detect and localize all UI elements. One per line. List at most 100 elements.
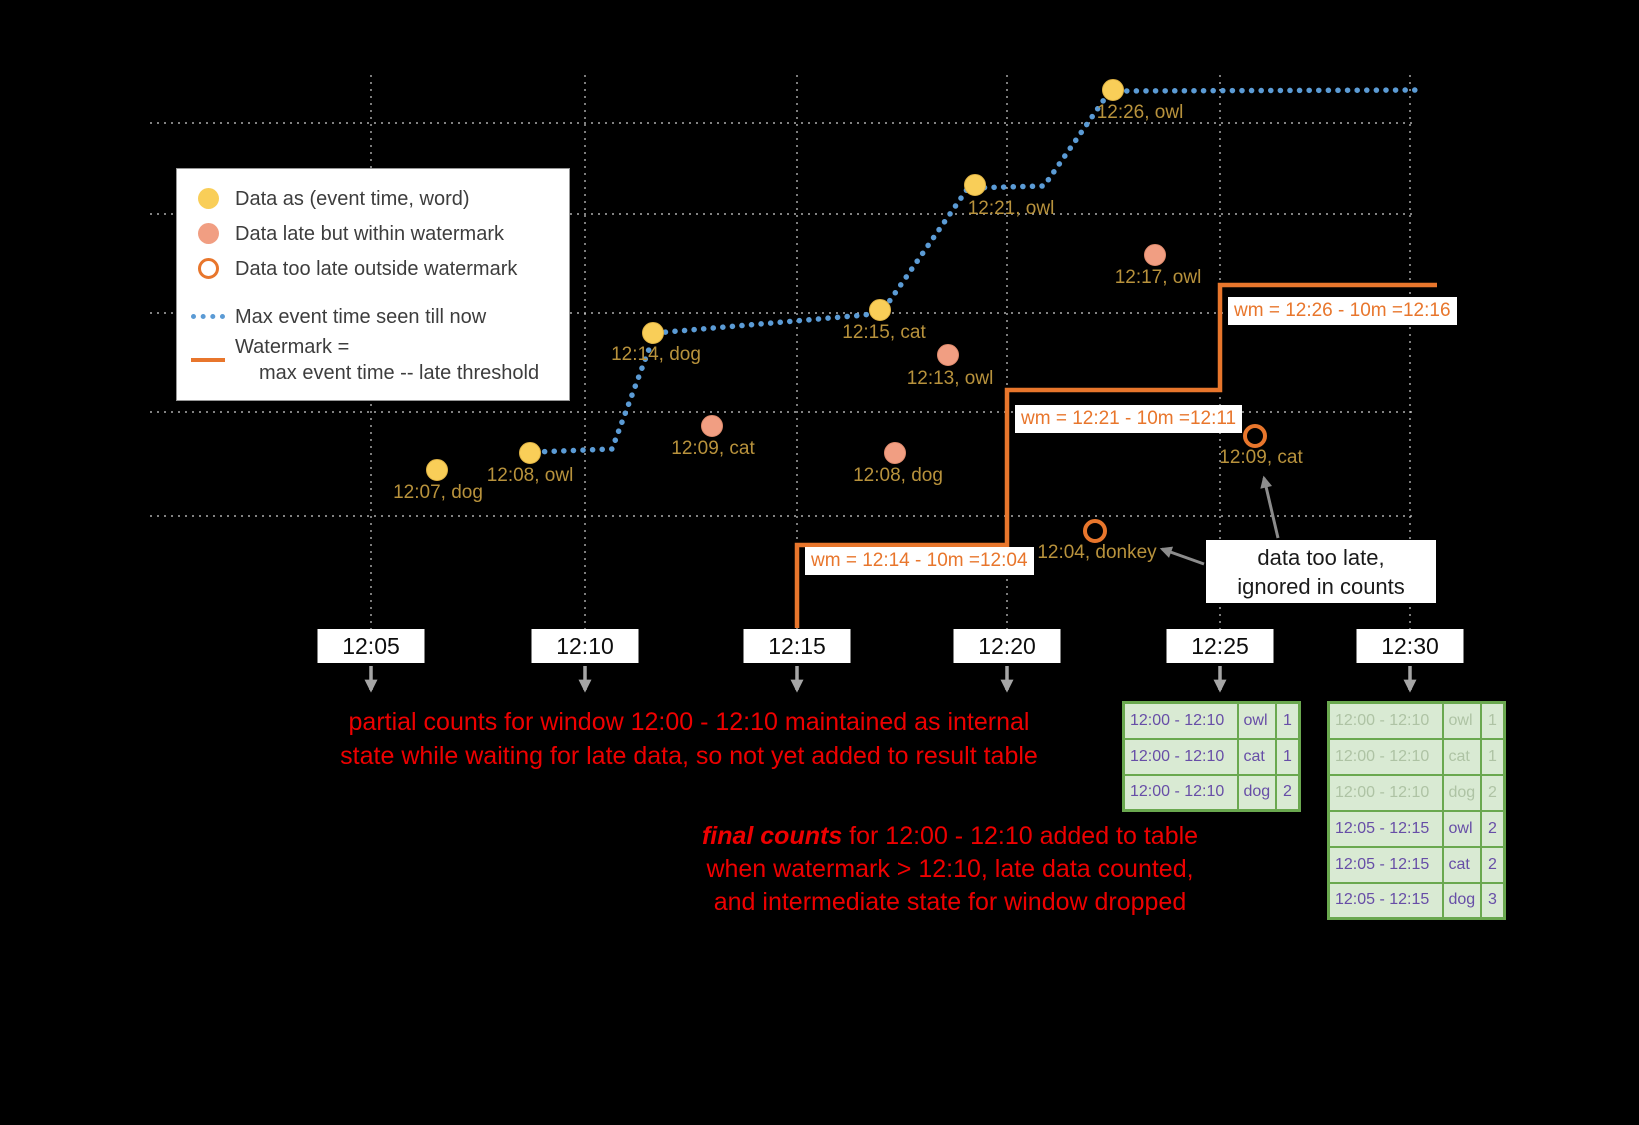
watermark-value-label: wm = 12:21 - 10m =12:11 [1015,405,1243,433]
table-cell: 12:00 - 12:10 [1327,773,1444,812]
axis-tick-1230: 12:30 [1356,629,1464,663]
data-point-on-time [426,459,448,481]
data-point-on-time [869,299,891,321]
table-cell: 12:00 - 12:10 [1122,773,1239,812]
note-line: when watermark > 12:10, late data counte… [706,855,1194,883]
partial-counts-note: partial counts for window 12:00 - 12:10 … [268,705,1110,773]
table-row: 12:00 - 12:10 dog 2 [1122,773,1301,812]
point-label: 12:21, owl [967,198,1055,219]
data-point-late [1144,244,1166,266]
on-time-point-icon [189,188,227,209]
point-label: 12:08, owl [486,465,574,486]
table-cell: 1 [1275,737,1301,776]
legend-label: Data late but within watermark [235,222,505,245]
axis-tick-1210: 12:10 [531,629,639,663]
legend-item-watermark: Watermark = max event time -- late thres… [189,334,555,386]
table-cell: dog [1441,773,1483,812]
axis-tick-1215: 12:15 [743,629,851,663]
table-cell: 12:00 - 12:10 [1327,737,1444,776]
table-row-dropped: 12:00 - 12:10 owl 1 [1327,701,1506,740]
table-cell: 2 [1275,773,1301,812]
table-cell: 3 [1480,881,1506,920]
watermark-line [794,282,1437,628]
point-label: 12:15, cat [842,322,926,343]
watermark-value-label: wm = 12:14 - 10m =12:04 [805,547,1034,575]
result-table-1225: 12:00 - 12:10 owl 1 12:00 - 12:10 cat 1 … [1122,701,1301,812]
table-cell: 2 [1480,773,1506,812]
data-point-on-time [642,322,664,344]
table-cell: 12:00 - 12:10 [1122,737,1239,776]
axis-tick-1220: 12:20 [953,629,1061,663]
late-point-icon [189,223,227,244]
legend: Data as (event time, word) Data late but… [176,168,570,401]
data-point-late [937,344,959,366]
table-cell: 12:00 - 12:10 [1327,701,1444,740]
legend-label: Data as (event time, word) [235,187,470,210]
table-cell: 1 [1480,701,1506,740]
table-cell: 12:05 - 12:15 [1327,845,1444,884]
legend-label: Max event time seen till now [235,305,487,328]
axis-tick-1225: 12:25 [1166,629,1274,663]
callout-line: data too late, [1257,545,1385,570]
note-line: final counts for 12:00 - 12:10 added to … [701,822,1199,850]
trigger-arrows [364,666,1417,693]
table-cell: owl [1441,809,1483,848]
too-late-point-icon [189,258,227,279]
point-label: 12:09, cat [1219,447,1303,468]
table-row: 12:00 - 12:10 cat 1 [1122,737,1301,776]
data-point-on-time [519,442,541,464]
table-row-dropped: 12:00 - 12:10 dog 2 [1327,773,1506,812]
data-point-late [884,442,906,464]
data-point-late [701,415,723,437]
callout-arrows [1159,475,1280,566]
final-counts-emphasis: final counts [701,822,843,850]
table-cell: 2 [1480,809,1506,848]
table-row-dropped: 12:00 - 12:10 cat 1 [1327,737,1506,776]
data-point-too-late [1083,519,1107,543]
legend-item-max-event-time: Max event time seen till now [189,299,555,334]
result-table-1230: 12:00 - 12:10 owl 1 12:00 - 12:10 cat 1 … [1327,701,1506,920]
table-row: 12:05 - 12:15 owl 2 [1327,809,1506,848]
table-cell: 12:00 - 12:10 [1122,701,1239,740]
table-cell: 1 [1480,737,1506,776]
point-label: 12:07, dog [393,482,483,503]
table-cell: cat [1441,737,1483,776]
point-label: 12:14, dog [611,344,701,365]
table-row: 12:00 - 12:10 owl 1 [1122,701,1301,740]
note-line: partial counts for window 12:00 - 12:10 … [348,708,1030,736]
too-late-callout: data too late, ignored in counts [1206,540,1436,603]
table-cell: owl [1441,701,1483,740]
table-cell: dog [1236,773,1278,812]
legend-item-too-late: Data too late outside watermark [189,251,555,286]
final-counts-note: final counts for 12:00 - 12:10 added to … [690,820,1210,919]
legend-item-late: Data late but within watermark [189,216,555,251]
table-cell: 2 [1480,845,1506,884]
point-label: 12:17, owl [1114,267,1202,288]
legend-label: Data too late outside watermark [235,257,518,280]
watermark-line-icon [189,357,227,363]
table-row: 12:05 - 12:15 cat 2 [1327,845,1506,884]
table-cell: cat [1441,845,1483,884]
point-label: 12:09, cat [671,438,755,459]
table-row: 12:05 - 12:15 dog 3 [1327,881,1506,920]
data-point-on-time [964,174,986,196]
table-cell: 12:05 - 12:15 [1327,809,1444,848]
axis-tick-1205: 12:05 [317,629,425,663]
max-event-time-line [532,87,1423,455]
table-cell: dog [1441,881,1483,920]
table-cell: cat [1236,737,1278,776]
point-label: 12:13, owl [906,368,994,389]
point-label: 12:04, donkey [1037,542,1157,563]
legend-label: Watermark = max event time -- late thres… [235,336,540,384]
callout-line: ignored in counts [1237,574,1405,599]
point-label: 12:08, dog [853,465,943,486]
note-line: and intermediate state for window droppe… [713,888,1187,916]
note-line: state while waiting for late data, so no… [340,742,1038,770]
data-point-on-time [1102,79,1124,101]
max-event-time-line-icon [189,314,227,319]
data-point-too-late [1243,424,1267,448]
table-cell: 12:05 - 12:15 [1327,881,1444,920]
point-label: 12:26, owl [1096,102,1184,123]
table-cell: owl [1236,701,1278,740]
